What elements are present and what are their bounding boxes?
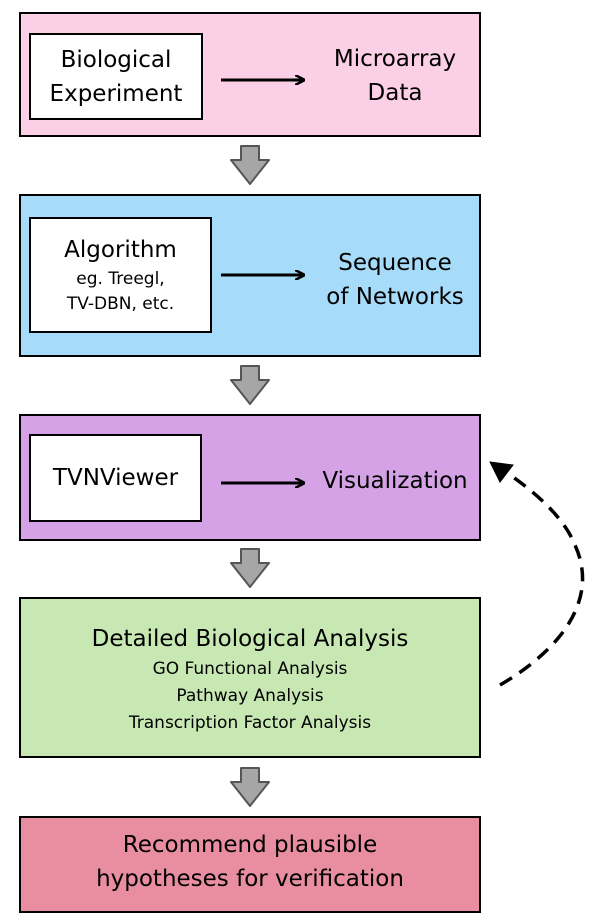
tvnviewer-box: TVNViewer bbox=[29, 434, 202, 522]
algorithm-example-line1: eg. Treegl, bbox=[76, 269, 165, 289]
analysis-item-pathway: Pathway Analysis bbox=[176, 686, 324, 706]
tvnviewer-title: TVNViewer bbox=[52, 465, 179, 491]
microarray-data-line1: Microarray bbox=[333, 46, 457, 72]
down-arrow-icon bbox=[230, 767, 270, 807]
analysis-item-go: GO Functional Analysis bbox=[152, 659, 348, 679]
algorithm-example-line2: TV-DBN, etc. bbox=[66, 294, 175, 314]
sequence-line2: of Networks bbox=[326, 284, 464, 310]
down-arrow-icon bbox=[230, 548, 270, 588]
analysis-item-transcription: Transcription Factor Analysis bbox=[128, 713, 372, 733]
feedback-dashed-arrow bbox=[499, 468, 585, 687]
down-arrow-icon bbox=[230, 365, 270, 405]
biological-experiment-line2: Experiment bbox=[49, 80, 183, 107]
microarray-data-line2: Data bbox=[367, 80, 423, 106]
feedback-arrowhead-icon bbox=[489, 461, 514, 483]
recommend-content: Recommend plausible hypotheses for verif… bbox=[19, 828, 481, 896]
down-arrow-icon bbox=[230, 145, 270, 185]
biological-experiment-box: Biological Experiment bbox=[29, 33, 203, 120]
sequence-of-networks-label: Sequence of Networks bbox=[310, 246, 480, 314]
stage-analysis-panel bbox=[19, 597, 481, 758]
stage-recommend-panel bbox=[19, 816, 481, 913]
sequence-line1: Sequence bbox=[338, 250, 452, 276]
algorithm-box: Algorithm eg. Treegl, TV-DBN, etc. bbox=[29, 217, 212, 333]
analysis-title: Detailed Biological Analysis bbox=[91, 626, 409, 652]
recommend-line1: Recommend plausible bbox=[122, 832, 378, 858]
visualization-label: Visualization bbox=[322, 468, 468, 494]
analysis-content: Detailed Biological Analysis GO Function… bbox=[19, 622, 481, 737]
biological-experiment-line1: Biological bbox=[60, 46, 172, 73]
recommend-line2: hypotheses for verification bbox=[96, 866, 404, 892]
algorithm-title: Algorithm bbox=[64, 237, 177, 263]
microarray-data-label: Microarray Data bbox=[320, 42, 470, 110]
